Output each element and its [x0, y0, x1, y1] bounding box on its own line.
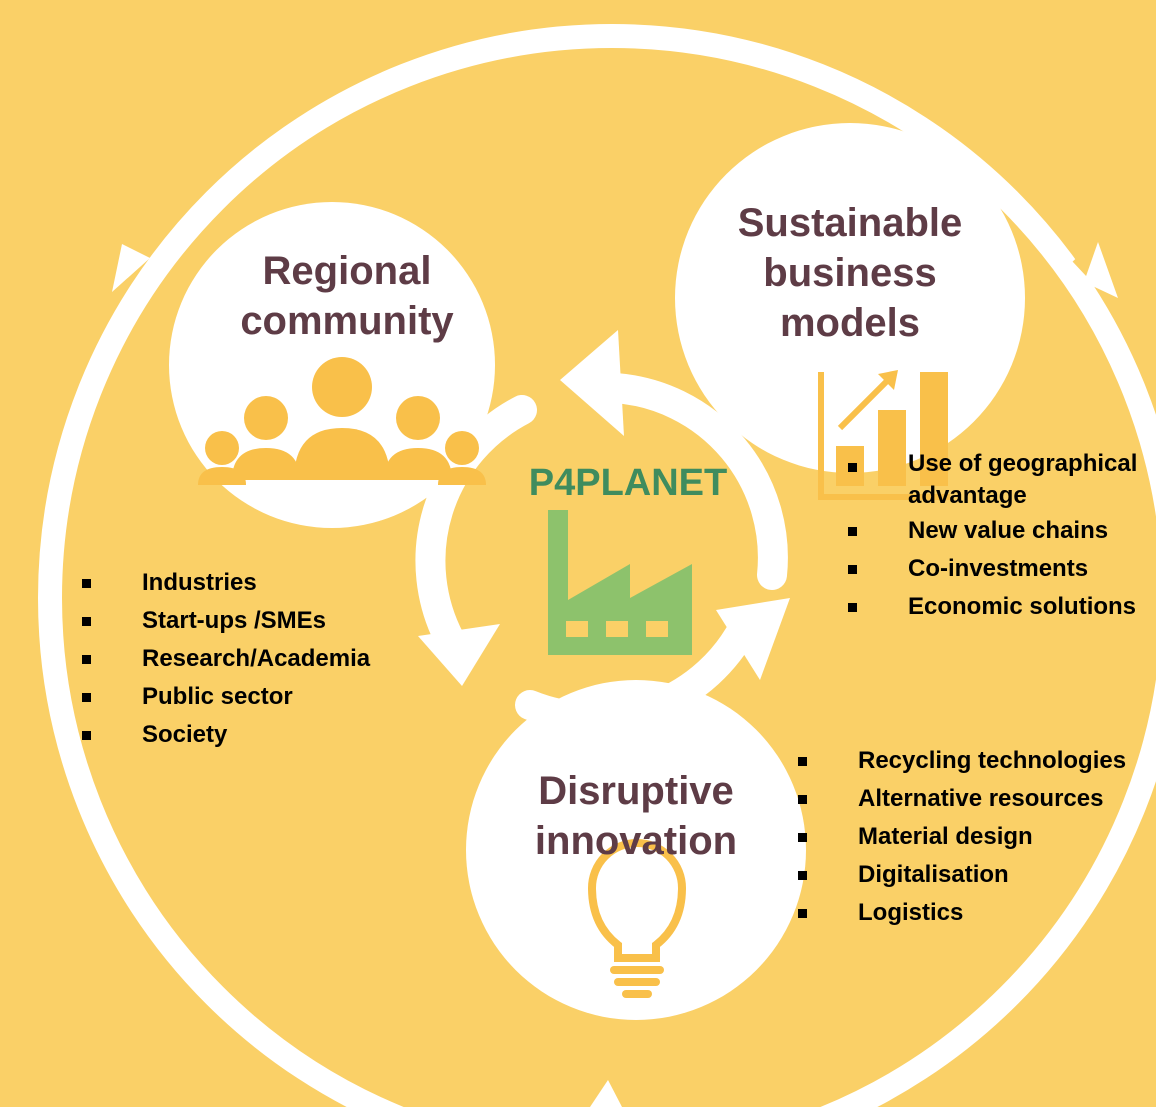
business-title-line-2: business	[763, 251, 937, 295]
list-item: New value chains	[842, 512, 1142, 550]
list-item: Society	[76, 716, 370, 754]
list-item: Start-ups /SMEs	[76, 602, 370, 640]
innovation-title: Disruptive innovation	[508, 766, 764, 866]
factory-icon	[548, 510, 692, 655]
lightbulb-icon	[587, 839, 687, 998]
business-title: Sustainable business models	[720, 198, 980, 348]
inner-arrowhead-left	[418, 624, 500, 686]
business-list: Use of geographical advantage New value …	[842, 448, 1142, 626]
people-icon	[198, 357, 486, 485]
list-item: Public sector	[76, 678, 370, 716]
inner-arc-top	[600, 373, 788, 590]
bar-chart-growth-icon	[818, 370, 950, 500]
inner-arrowhead-top	[560, 330, 624, 436]
inner-arrowhead-bottom	[716, 598, 790, 680]
inner-arc-left	[415, 395, 537, 655]
outer-arrowhead-bottom	[590, 1080, 622, 1107]
regional-list: Industries Start-ups /SMEs Research/Acad…	[76, 564, 370, 754]
list-item: Logistics	[792, 894, 1126, 932]
innovation-title-line-1: Disruptive	[538, 769, 734, 813]
regional-title-line-1: Regional	[262, 249, 432, 293]
center-title: P4PLANET	[528, 462, 728, 504]
outer-arrowhead-right	[1084, 242, 1118, 298]
outer-arrowhead-left	[112, 244, 150, 292]
regional-title-line-2: community	[240, 299, 454, 343]
node-circle-innovation	[466, 680, 806, 1020]
list-item: Research/Academia	[76, 640, 370, 678]
regional-title: Regional community	[232, 246, 462, 346]
list-item: Co-investments	[842, 550, 1142, 588]
innovation-list: Recycling technologies Alternative resou…	[792, 742, 1126, 932]
business-title-line-3: models	[779, 301, 921, 345]
list-item: Material design	[792, 818, 1126, 856]
business-title-line-1: Sustainable	[737, 201, 963, 245]
list-item: Economic solutions	[842, 588, 1142, 626]
list-item: Alternative resources	[792, 780, 1126, 818]
list-item: Recycling technologies	[792, 742, 1126, 780]
list-item: Digitalisation	[792, 856, 1126, 894]
innovation-title-line-2: innovation	[534, 819, 738, 863]
outer-cycle-ring	[38, 24, 1156, 1107]
list-item: Use of geographical advantage	[842, 448, 1142, 512]
list-item: Industries	[76, 564, 370, 602]
